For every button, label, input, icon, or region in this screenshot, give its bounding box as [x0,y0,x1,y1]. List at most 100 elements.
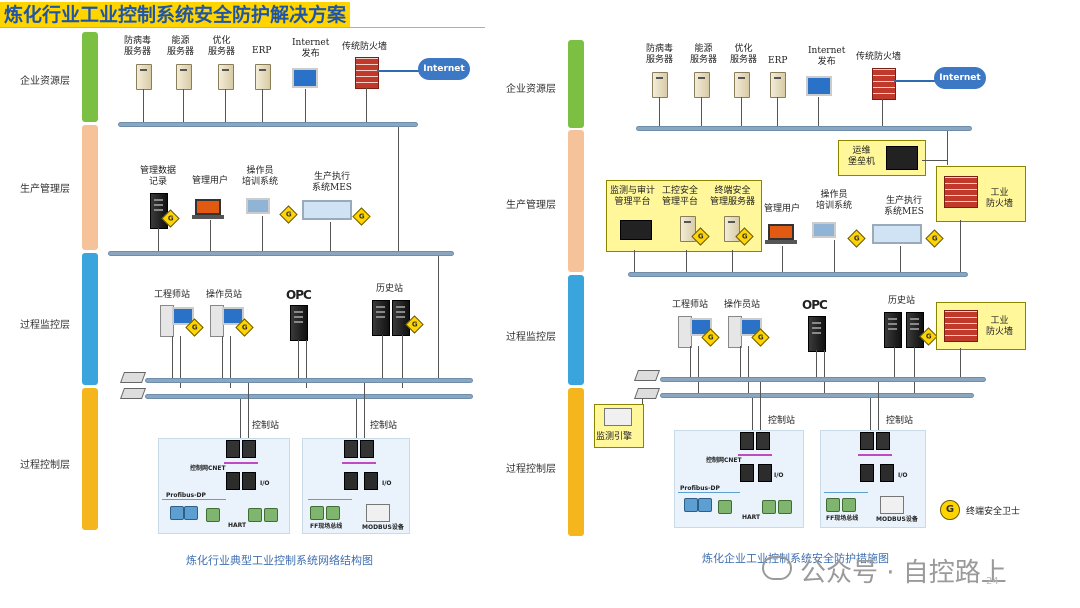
node-label-endpoint-server: 终端安全 管理服务器 [710,186,756,207]
link-antivirus [143,89,144,123]
profibus-line [162,499,226,500]
field-device-icon [310,506,324,520]
link-training [834,240,835,272]
industrial-firewall-label-2: 工业 防火墙 [986,316,1014,337]
link-energy [183,89,184,123]
firewall-icon [355,57,379,89]
mgmt-user-laptop-icon [195,199,221,215]
cnet-label: 控制网CNET [190,465,226,472]
controller-icon [344,440,358,458]
link-bus-to-control-1b [760,382,761,432]
layer-bar-control [568,388,584,536]
link-firewall [882,99,883,127]
node-label-energy: 能源 服务器 [167,36,195,57]
network-switch-icon-2 [119,388,147,399]
link-mgmt-user [782,246,783,272]
link-operator-2 [748,346,749,394]
opc-server-icon [290,305,308,341]
layer-bar-enterprise [82,32,98,122]
history-server-icon-2 [906,312,924,348]
layer-bar-enterprise [568,40,584,128]
field-device-icon [778,500,792,514]
training-station-icon [812,222,836,238]
erp-server-icon [770,72,786,98]
training-station-icon [246,198,270,214]
ops-bastion-label: 运维 堡垒机 [848,146,876,167]
link-bus-to-control-2b [878,382,879,432]
link-energy [701,97,702,127]
layer-bar-management [82,125,98,250]
cnet-line [858,454,892,456]
controller-icon [226,440,240,458]
laptop-base [765,240,797,244]
fieldbus-label: FF现场总线 [826,515,859,522]
watermark-text: 公众号 · 自控路上 [800,558,1007,588]
terminal-guard-badge-icon: G [352,207,371,226]
io-module-icon [758,464,772,482]
layer-label-control: 过程控制层 [506,464,556,475]
controller-icon [242,440,256,458]
fieldbus-line [308,499,352,500]
link-operator-2 [230,336,231,388]
io-label: I/O [260,480,270,487]
link-engineer [172,336,173,380]
layer-label-monitor: 过程监控层 [506,332,556,343]
mgmt-data-server-icon [150,193,168,229]
monitor-bus-a [145,378,473,383]
link-operator [740,346,741,378]
industrial-firewall-label: 工业 防火墙 [986,188,1014,209]
layer-label-monitor: 过程监控层 [20,320,70,331]
management-bus [108,251,454,256]
node-label-ics-platform: 工控安全 管理平台 [662,186,699,207]
industrial-firewall-icon [944,310,978,342]
link-audit [634,250,635,272]
terminal-guard-legend-icon: G [940,500,960,520]
layer-label-management: 生产管理层 [506,200,556,211]
link-firewall-internet [377,70,421,72]
controller-icon [756,432,770,450]
modbus-device-icon [366,504,390,522]
network-switch-icon-1 [633,370,661,381]
bastion-host-icon [886,146,918,170]
node-label-optimize: 优化 服务器 [208,36,236,57]
node-label-mgmt-user: 管理用户 [192,176,229,186]
control-station-label-2: 控制站 [370,421,398,431]
monitor-engine-icon [604,408,632,426]
link-operator [222,336,223,380]
network-switch-icon-1 [119,372,147,383]
link-engineer [690,346,691,378]
engineer-monitor-icon [172,307,194,325]
link-erp [777,97,778,127]
io-module-icon [242,472,256,490]
opc-logo: OPC [286,288,312,302]
link-bus-to-control-1b [248,383,249,439]
node-label-operator: 操作员站 [206,290,243,300]
modbus-label: MODBUS设备 [876,516,918,523]
link-mgmt-user [210,220,211,251]
io-module-icon [344,472,358,490]
node-label-mes: 生产执行 系统MES [884,196,924,217]
field-device-icon [170,506,184,520]
link-firewall2-to-bus [960,348,961,378]
laptop-base [192,215,224,219]
controller-icon [360,440,374,458]
control-station-label-1: 控制站 [252,421,280,431]
profibus-label: Profibus-DP [680,485,720,492]
audit-platform-icon [620,220,652,240]
monitor-bus-a [660,377,986,382]
cnet-line [738,454,772,456]
link-opc [816,350,817,378]
internet-cloud-icon: Internet [418,58,470,80]
enterprise-bus [636,126,972,131]
field-device-icon [248,508,262,522]
link-bus-to-control-2 [356,399,357,439]
modbus-label: MODBUS设备 [362,524,404,531]
cnet-line [342,462,376,464]
cnet-label: 控制网CNET [706,457,742,464]
link-antivirus [659,97,660,127]
link-switch-engine [642,398,643,408]
layer-bar-management [568,130,584,272]
io-module-icon [226,472,240,490]
control-station-label-1: 控制站 [768,416,796,426]
field-device-icon [684,498,698,512]
